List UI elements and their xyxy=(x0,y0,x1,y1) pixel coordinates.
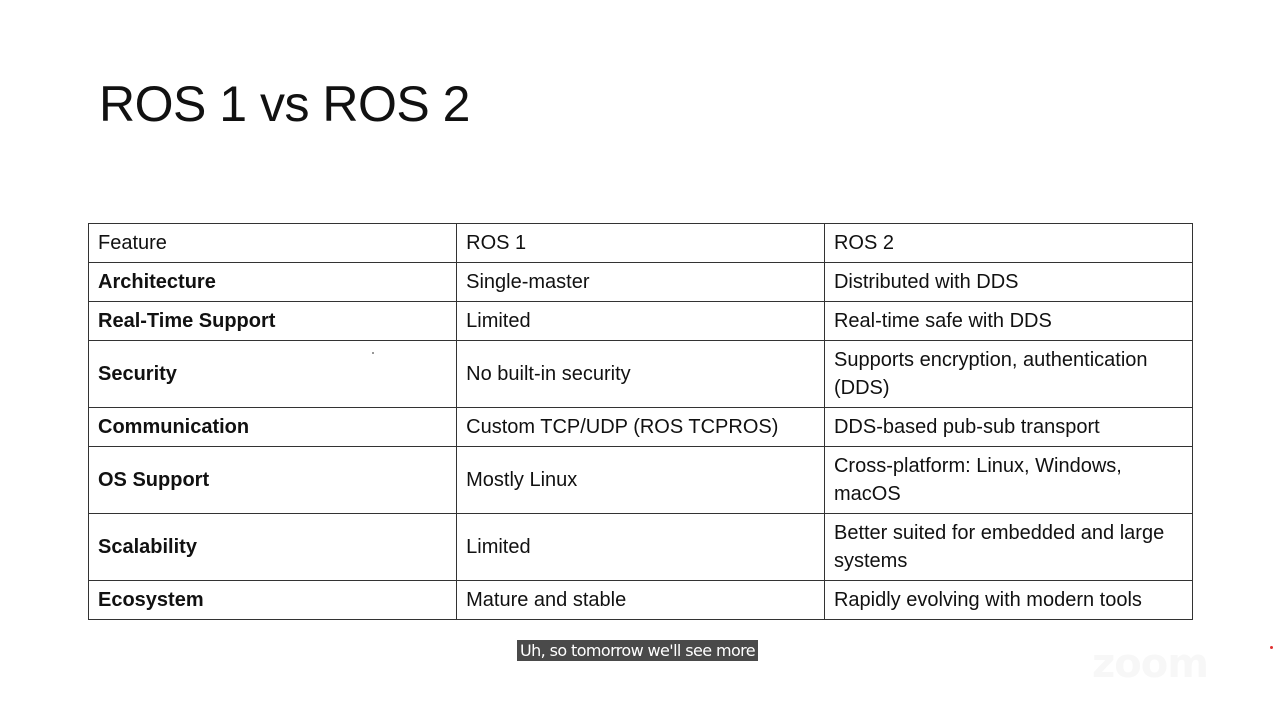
ros2-cell: DDS-based pub-sub transport xyxy=(823,407,1194,447)
table-row: Scalability Limited Better suited for em… xyxy=(87,513,1194,581)
table-header-cell: ROS 1 xyxy=(456,223,825,263)
ros1-cell: Limited xyxy=(456,301,825,341)
feature-cell: OS Support xyxy=(87,446,458,514)
ros2-cell: Real-time safe with DDS xyxy=(823,301,1194,341)
ros1-cell: No built-in security xyxy=(456,340,825,408)
feature-cell: Real-Time Support xyxy=(87,301,458,341)
table-row: Communication Custom TCP/UDP (ROS TCPROS… xyxy=(87,407,1194,447)
comparison-table: Feature ROS 1 ROS 2 Architecture Single-… xyxy=(87,223,1194,620)
table-row: Security No built-in security Supports e… xyxy=(87,340,1194,408)
stray-mark xyxy=(372,352,374,354)
table-header-cell: Feature xyxy=(87,223,458,263)
table-header-cell: ROS 2 xyxy=(823,223,1194,263)
ros1-cell: Mostly Linux xyxy=(456,446,825,514)
ros1-cell: Limited xyxy=(456,513,825,581)
feature-cell: Security xyxy=(87,340,458,408)
table-row: OS Support Mostly Linux Cross-platform: … xyxy=(87,446,1194,514)
ros2-cell: Distributed with DDS xyxy=(823,262,1194,302)
ros2-cell: Better suited for embedded and large sys… xyxy=(823,513,1194,581)
feature-cell: Ecosystem xyxy=(87,580,458,620)
zoom-logo-watermark: zoom xyxy=(1092,641,1209,687)
ros1-cell: Mature and stable xyxy=(456,580,825,620)
feature-cell: Communication xyxy=(87,407,458,447)
table-header-row: Feature ROS 1 ROS 2 xyxy=(87,223,1194,263)
ros2-cell: Cross-platform: Linux, Windows, macOS xyxy=(823,446,1194,514)
ros2-cell: Supports encryption, authentication (DDS… xyxy=(823,340,1194,408)
ros1-cell: Single-master xyxy=(456,262,825,302)
ros1-cell: Custom TCP/UDP (ROS TCPROS) xyxy=(456,407,825,447)
table-row: Architecture Single-master Distributed w… xyxy=(87,262,1194,302)
recording-indicator-icon xyxy=(1270,646,1273,649)
slide-title: ROS 1 vs ROS 2 xyxy=(99,76,470,132)
feature-cell: Architecture xyxy=(87,262,458,302)
table-row: Ecosystem Mature and stable Rapidly evol… xyxy=(87,580,1194,620)
feature-cell: Scalability xyxy=(87,513,458,581)
ros2-cell: Rapidly evolving with modern tools xyxy=(823,580,1194,620)
live-caption: Uh, so tomorrow we'll see more xyxy=(517,640,759,661)
table-row: Real-Time Support Limited Real-time safe… xyxy=(87,301,1194,341)
